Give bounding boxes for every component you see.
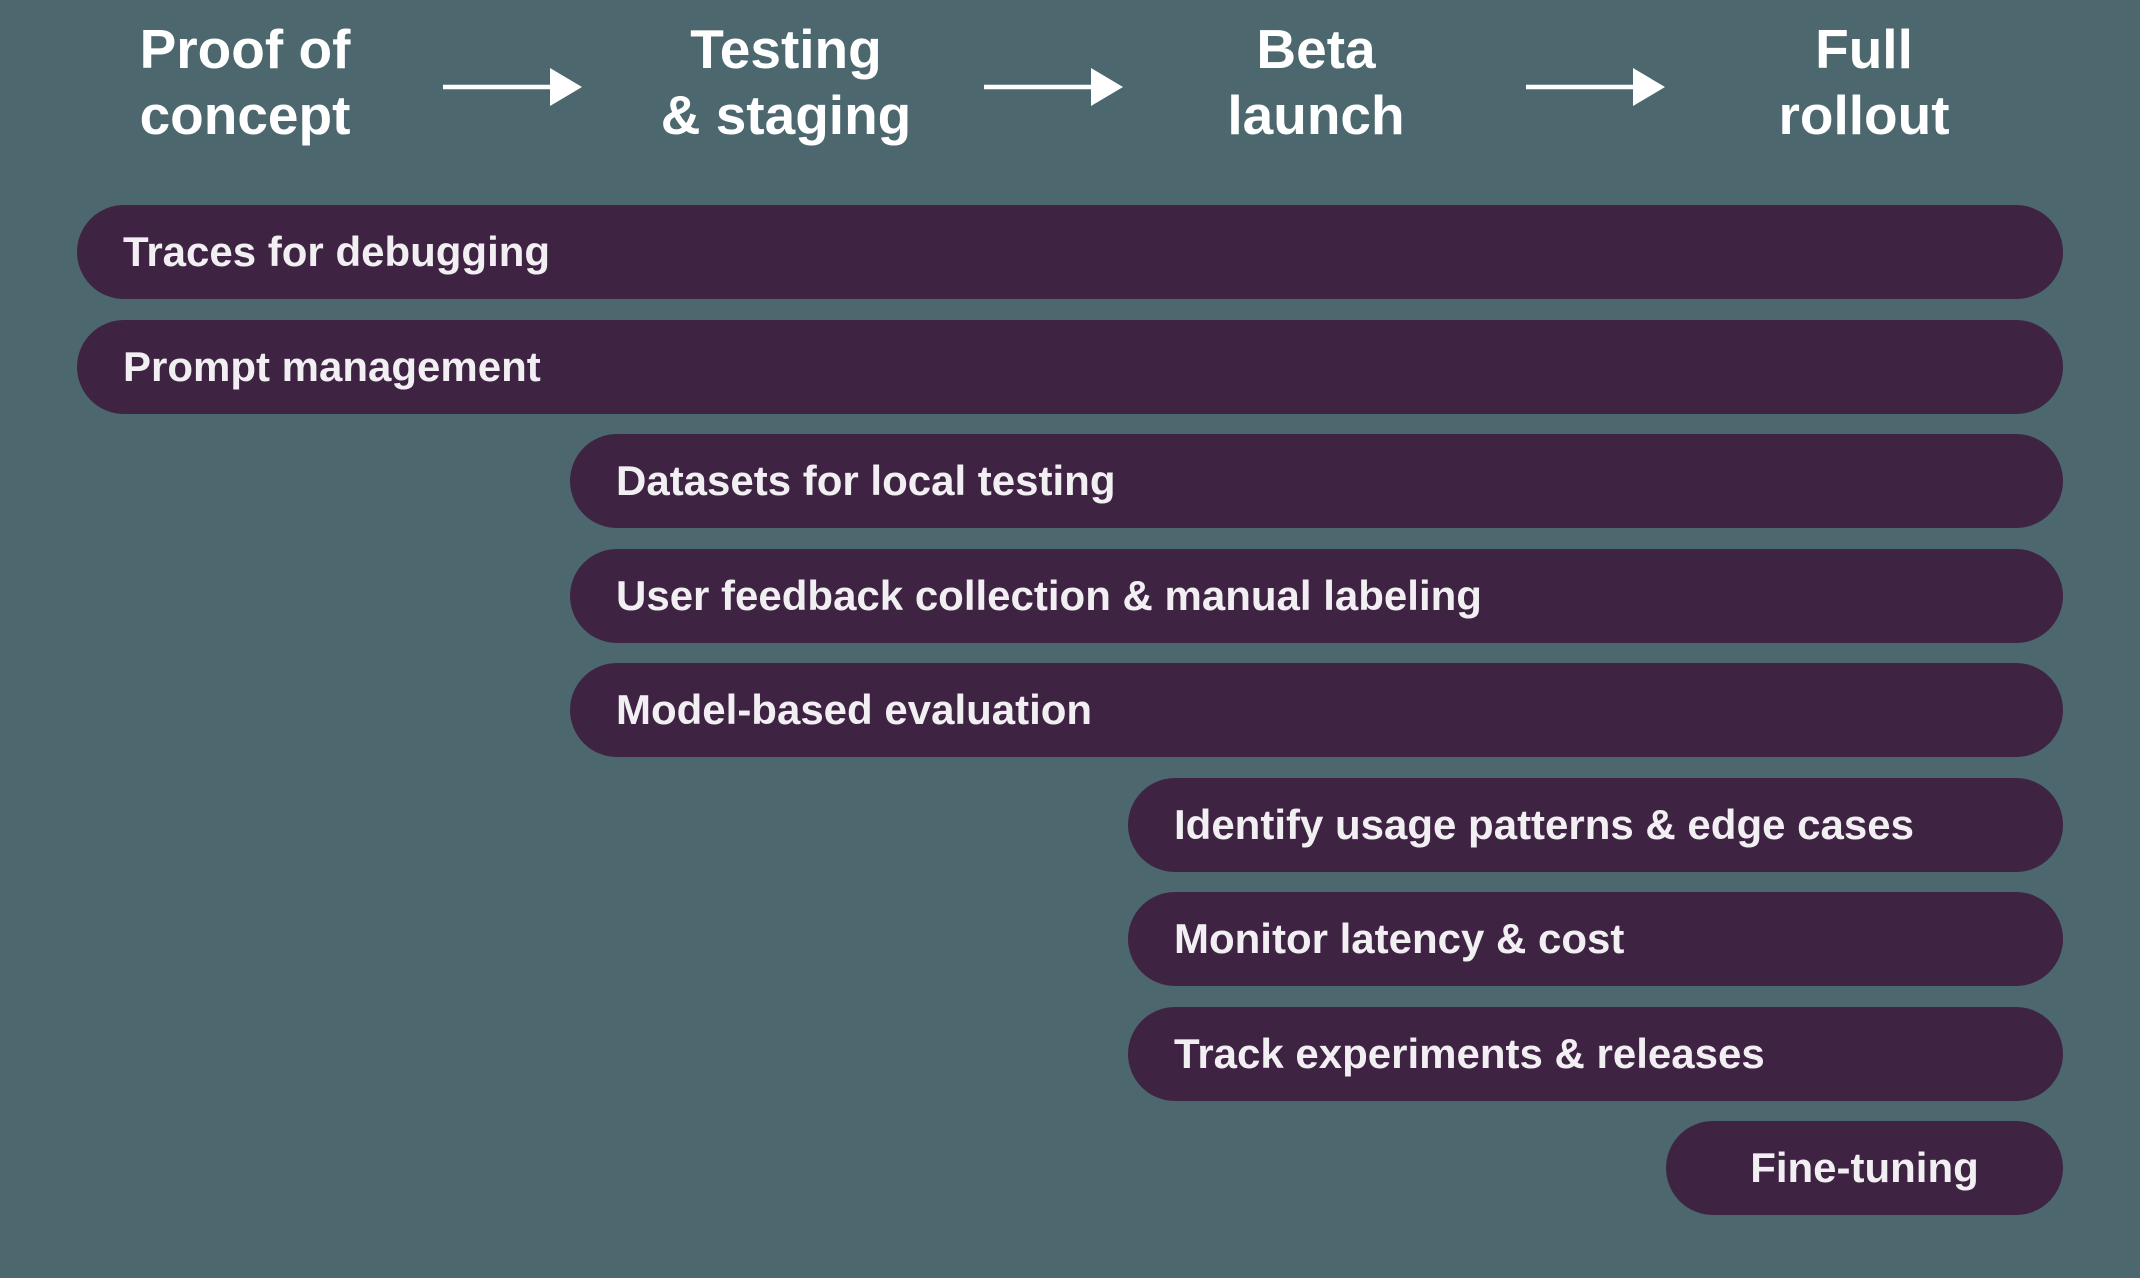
stage-label-line1: Proof of xyxy=(139,18,351,80)
bar-traces-for-debugging: Traces for debugging xyxy=(77,205,2063,299)
stage-label-line2: & staging xyxy=(660,84,912,146)
right-arrow-icon xyxy=(443,68,582,106)
right-arrow-icon xyxy=(984,68,1123,106)
bar-label: Traces for debugging xyxy=(123,228,551,275)
bar-fine-tuning: Fine-tuning xyxy=(1666,1121,2063,1215)
bar-label: Track experiments & releases xyxy=(1174,1030,1765,1077)
bar-label: Model-based evaluation xyxy=(616,686,1093,733)
bar-track-experiments-releases: Track experiments & releases xyxy=(1128,1007,2063,1101)
bar-label: Datasets for local testing xyxy=(616,457,1116,504)
stage-label-line2: launch xyxy=(1227,84,1405,146)
stage-label-line1: Beta xyxy=(1256,18,1376,80)
bar-user-feedback-collection: User feedback collection & manual labeli… xyxy=(570,549,2063,643)
bar-label: Fine-tuning xyxy=(1750,1144,1979,1191)
stage-label-line1: Full xyxy=(1815,18,1913,80)
stage-label-beta-launch: Beta launch xyxy=(1227,16,1404,148)
bar-label: Monitor latency & cost xyxy=(1174,915,1625,962)
bar-model-based-evaluation: Model-based evaluation xyxy=(570,663,2063,757)
bar-label: User feedback collection & manual labeli… xyxy=(616,572,1482,619)
bar-identify-usage-patterns: Identify usage patterns & edge cases xyxy=(1128,778,2063,872)
stage-label-testing-staging: Testing & staging xyxy=(661,16,912,148)
right-arrow-icon xyxy=(1526,68,1665,106)
stage-label-line1: Testing xyxy=(690,18,882,80)
bar-label: Prompt management xyxy=(123,343,541,390)
stage-label-line2: concept xyxy=(139,84,351,146)
stage-label-full-rollout: Full rollout xyxy=(1778,16,1949,148)
bar-datasets-for-local-testing: Datasets for local testing xyxy=(570,434,2063,528)
bar-monitor-latency-cost: Monitor latency & cost xyxy=(1128,892,2063,986)
stage-label-proof-of-concept: Proof of concept xyxy=(140,16,351,148)
bar-label: Identify usage patterns & edge cases xyxy=(1174,801,1914,848)
bar-prompt-management: Prompt management xyxy=(77,320,2063,414)
stage-label-line2: rollout xyxy=(1778,84,1950,146)
